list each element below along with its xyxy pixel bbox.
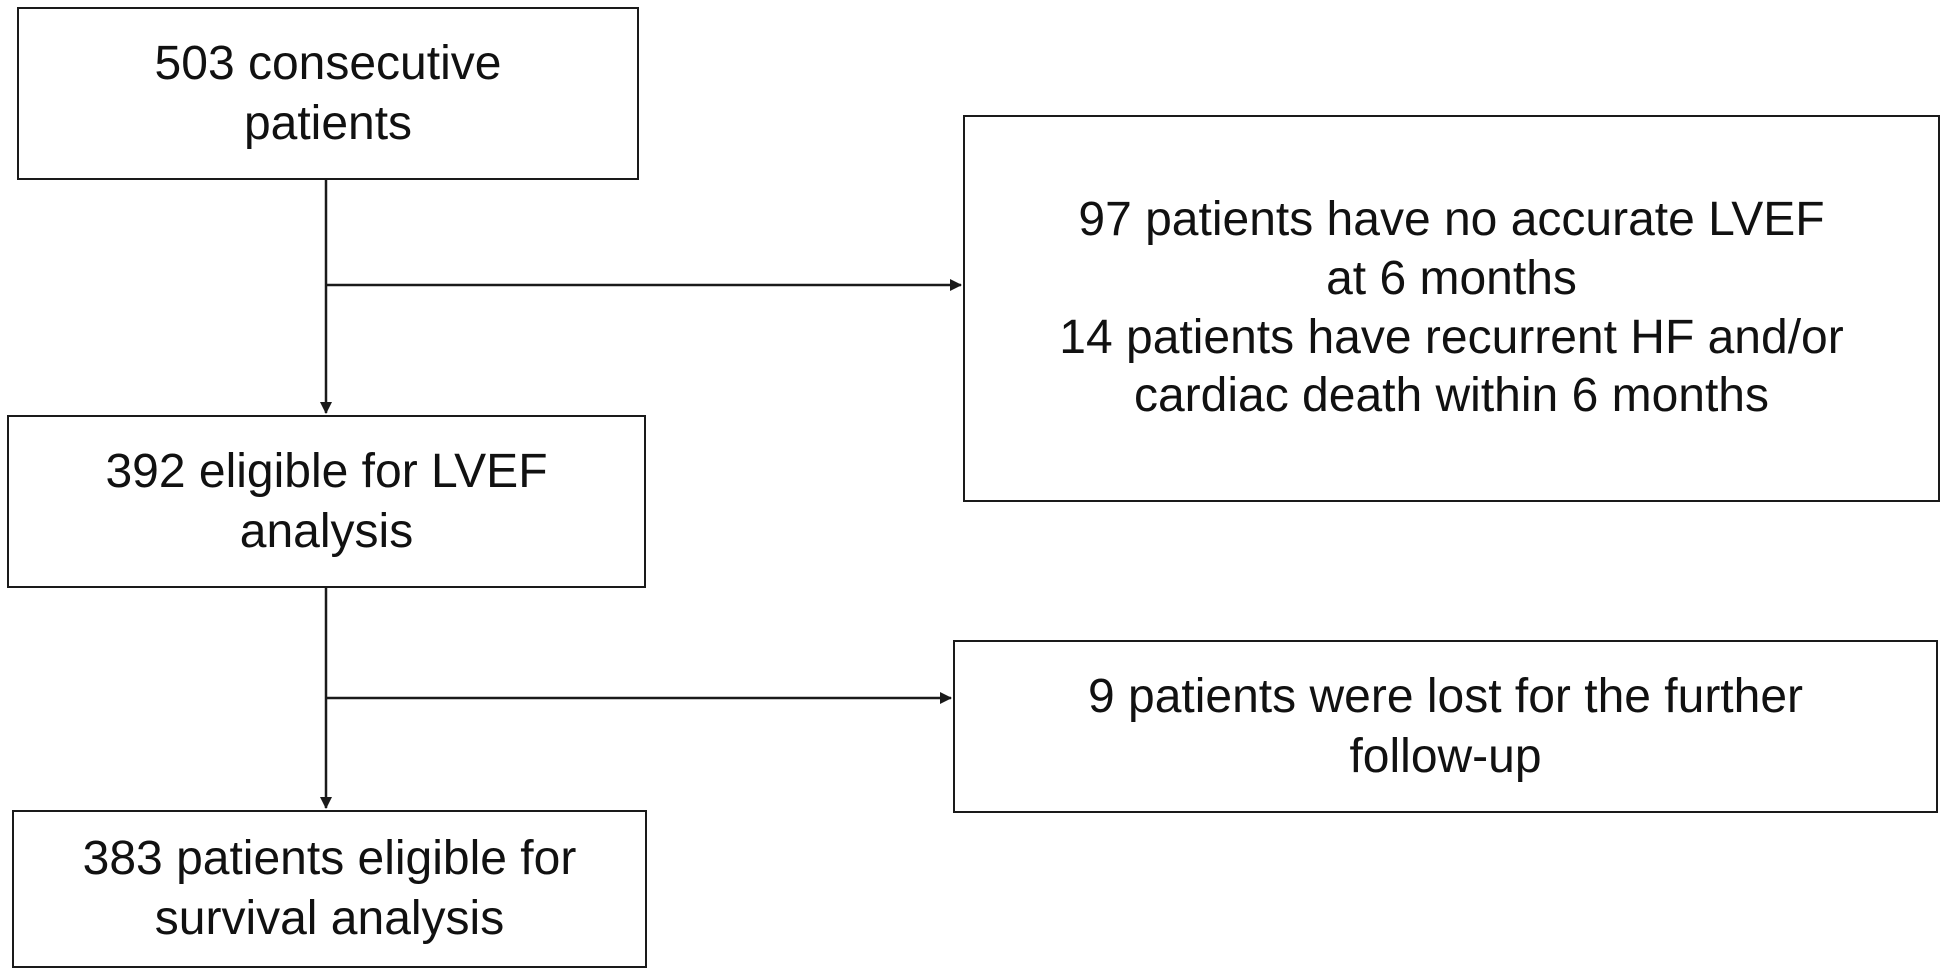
start-box-text: 503 consecutive patients — [154, 36, 502, 150]
lvef-eligible-box: 392 eligible for LVEF analysis — [7, 415, 646, 588]
exclusion-box-1: 97 patients have no accurate LVEF at 6 m… — [963, 115, 1940, 502]
survival-eligible-box-text: 383 patients eligible for survival analy… — [82, 832, 577, 945]
lvef-eligible-box-text: 392 eligible for LVEF analysis — [105, 444, 548, 558]
start-box: 503 consecutive patients — [17, 7, 639, 180]
exclusion-box-2: 9 patients were lost for the further fol… — [953, 640, 1938, 813]
exclusion-box-1-text: 97 patients have no accurate LVEF at 6 m… — [1059, 193, 1844, 423]
exclusion-box-2-text: 9 patients were lost for the further fol… — [1087, 669, 1804, 783]
survival-eligible-box: 383 patients eligible for survival analy… — [12, 810, 647, 968]
